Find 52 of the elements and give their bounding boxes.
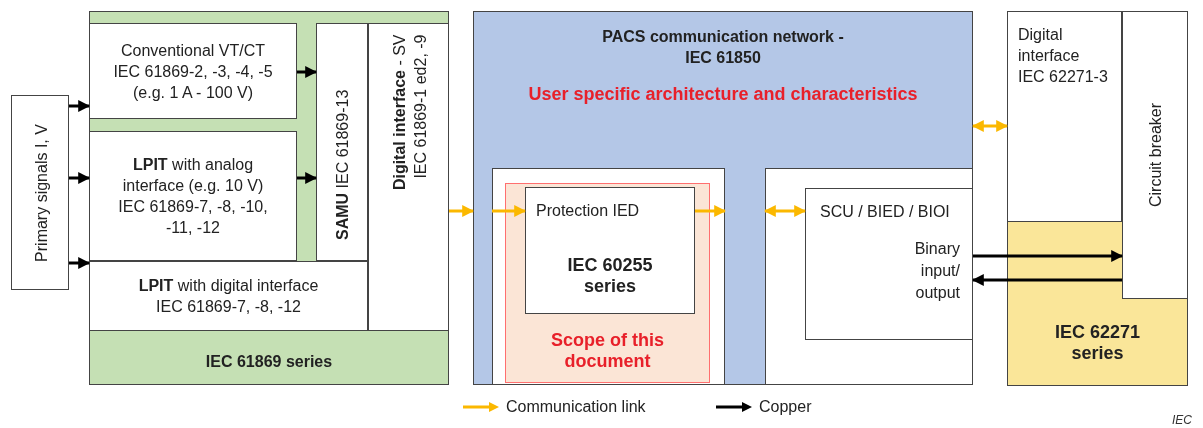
copper-arrow [69,257,91,269]
node-label: Conventional VT/CT [119,40,267,61]
communication-arrow [449,205,475,217]
copper-arrow [971,274,1122,286]
legend-label: Communication link [506,398,646,416]
node-label: Digital interface - SV [388,34,409,190]
node-label: Primary signals I, V [30,123,51,262]
device-container-box [765,168,973,385]
node-label: IEC 61869-7, -8, -12 [155,297,302,317]
panel-title: PACS communication network - IEC 61850 [601,27,845,68]
node-label: LPIT with digital interface [137,276,320,296]
source-note: IEC [1172,413,1192,427]
copper-arrow [297,172,318,184]
device-box [525,187,695,314]
node-label: IEC 61869-1 ed2, -9 [409,34,429,179]
interface-box [1007,11,1122,222]
node-label: IEC 61869-7, -8, -10, -11, -12 [117,197,269,238]
device-name: SCU / BIED / BIOI [819,202,951,222]
sensor-box [89,131,297,261]
breaker-box [1122,11,1188,299]
standard-group-panel [89,11,449,385]
group-title: IEC 61869 series [204,351,334,372]
copper-arrow [973,250,1124,262]
node-label: Circuit breaker [1145,103,1165,207]
communication-arrow [763,205,807,217]
node-label: SAMU IEC 61869-13 [332,89,352,240]
merging-unit-box [316,23,368,261]
scope-label: Scope of this document [550,330,665,372]
device-box [805,188,973,340]
device-container-box [492,168,725,385]
legend-label: Copper [759,398,812,416]
node-label: LPIT with analog interface (e.g. 10 V) [121,155,265,196]
communication-arrow [492,205,527,217]
signal-source-box [11,95,69,290]
panel-note: User specific architecture and characteristics [527,84,919,105]
standard-label: IEC 60255 series [566,255,654,297]
interface-box [368,23,449,331]
transformer-box [89,23,297,119]
group-title: IEC 62271 series [1053,321,1142,364]
copper-arrow [69,172,91,184]
copper-arrow [69,100,91,112]
interface-label: Digital interface IEC 62271-3 [1018,25,1108,87]
sensor-box [89,261,368,331]
device-name: Protection IED [535,201,641,221]
communication-arrow [971,120,1009,132]
copper-arrow [297,66,318,78]
node-label: IEC 61869-2, -3, -4, -5 (e.g. 1 A - 100 V) [112,61,274,103]
network-panel [473,11,973,385]
port-label: Binary input/ output [913,239,961,303]
communication-arrow [695,205,727,217]
standard-group-panel [1007,11,1188,386]
scope-highlight-box [505,183,710,383]
